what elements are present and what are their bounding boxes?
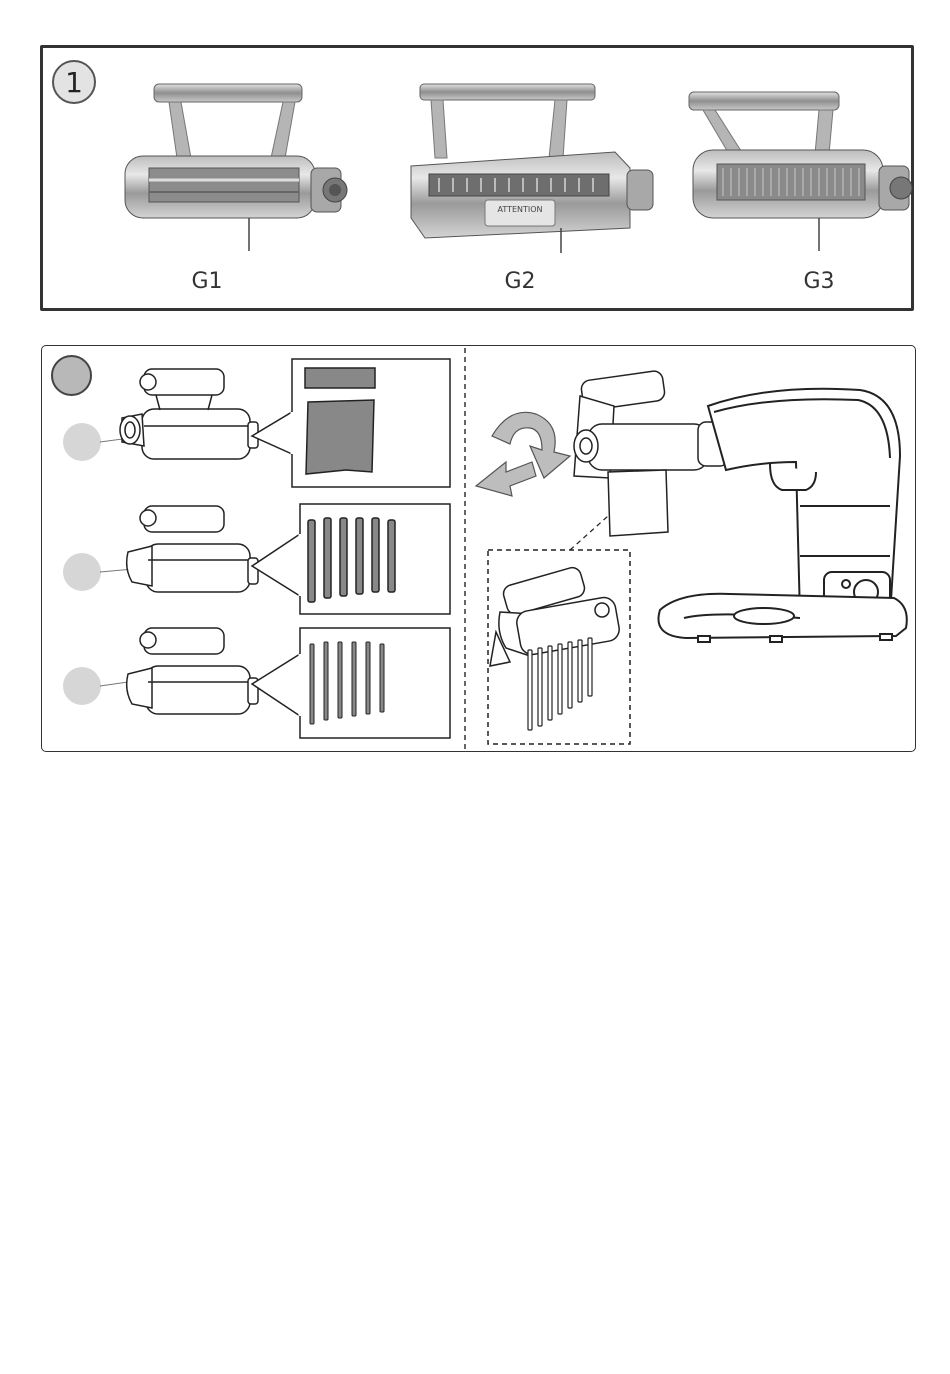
- g1-label: G1: [177, 269, 237, 294]
- usage-panel: [41, 345, 916, 752]
- variant-1-attachment: [120, 369, 258, 459]
- attachments-panel: 1: [40, 45, 914, 311]
- attachment-photo-g3: [683, 86, 913, 251]
- panel-divider: [463, 346, 467, 751]
- pasta-sheet: [306, 400, 374, 474]
- attention-sticker-text: ATTENTION: [497, 205, 542, 214]
- sheet-edge: [305, 368, 375, 388]
- step-number-badge: 1: [52, 60, 96, 104]
- variant-badge-1: [63, 423, 101, 461]
- variant-2-callout: [252, 504, 450, 614]
- g3-label: G3: [789, 269, 849, 294]
- variant-2-attachment: [127, 506, 258, 592]
- variant-3-callout: [252, 628, 450, 738]
- detail-inset: [488, 516, 630, 744]
- direction-arrow-icon: [476, 462, 536, 496]
- pasta-sheet-out: [608, 470, 668, 536]
- variant-3-attachment: [127, 628, 258, 714]
- variants-illustration: [52, 354, 457, 749]
- attachment-photo-g1: [121, 76, 351, 251]
- g2-label: G2: [490, 269, 550, 294]
- variant-badge-3: [63, 667, 101, 705]
- attachment-photo-g2: ATTENTION: [405, 78, 665, 253]
- machine-illustration: [470, 366, 910, 750]
- variant-badge-2: [63, 553, 101, 591]
